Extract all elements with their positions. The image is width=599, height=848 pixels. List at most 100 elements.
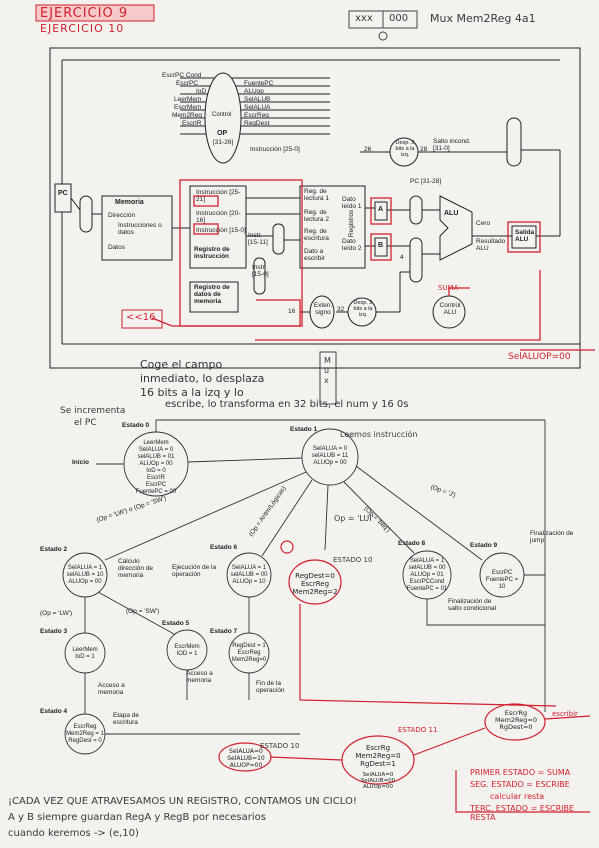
shift2-b-label: Desp. 2 bits a la izq. — [353, 300, 373, 318]
right-list-3: calcular resta — [490, 792, 545, 801]
explain-line-1: Coge el campo — [140, 358, 223, 371]
op-bits: [31-26] — [213, 139, 234, 146]
signal-fuentepc: FuentePC — [244, 80, 274, 87]
n16: 16 — [288, 308, 296, 315]
state-3-name: Estado 3 — [40, 628, 68, 635]
alu — [439, 195, 473, 261]
state-9-name: Estado 9 — [470, 542, 498, 549]
calc-dir-label: Cálculo dirección de memoria — [118, 558, 154, 579]
explain-line-2: inmediato, lo desplaza — [140, 372, 265, 385]
register-file — [299, 185, 366, 269]
pc-bits-label: PC [31-28] — [410, 178, 442, 185]
write-reg: Reg. de escritura — [304, 228, 329, 242]
pc-label: PC — [58, 190, 68, 197]
control-unit — [204, 72, 242, 164]
reg-b: B — [378, 242, 384, 249]
bottom-note-1: ¡CADA VEZ QUE ATRAVESAMOS UN REGISTRO, C… — [8, 796, 357, 807]
estado11-label: ESTADO 11 — [398, 726, 438, 734]
ins-15-0b: Instr. [15-0] — [252, 264, 269, 278]
sign-extend-label: Exten. signo — [313, 302, 333, 316]
header-box-a: xxx — [355, 13, 373, 24]
read-data-1: Dato leído 1 — [342, 196, 362, 210]
signal-iod: IoD — [196, 88, 207, 95]
n32: 32 — [337, 306, 345, 313]
signal-escrmem: EscrMem — [174, 104, 202, 111]
read-reg-1: Reg. de lectura 1 — [304, 188, 329, 202]
right-list-2: SEG. ESTADO = ESCRIBE — [470, 780, 570, 789]
signal-escrreg: EscrReg — [244, 112, 269, 119]
op-label: OP — [217, 130, 228, 137]
ins-20-16: Instrucción [20-16] — [196, 210, 241, 224]
signal-selalua: SelALUA — [244, 104, 271, 111]
alu-label: ALU — [444, 210, 459, 217]
cond-sw: (Op = 'SW') — [126, 608, 160, 615]
state-8-name: Estado 8 — [398, 540, 426, 547]
alu-out-label: Salida ALU — [515, 229, 535, 243]
alu-result-label: Resultado ALU — [476, 238, 506, 252]
jump-label: Salto incond. [31-0] — [433, 138, 471, 152]
explain-line-4: escribe, lo transforma en 32 bits, el nu… — [165, 399, 409, 410]
ins-15-0: Instrucción [15-0] — [196, 227, 246, 234]
fin-jump-label: Finalización de jump — [530, 530, 574, 544]
fin-salto-label: Finalización de salto condicional — [448, 598, 497, 612]
n28: 28 — [420, 146, 428, 153]
signal-escrpc: EscrPC — [176, 80, 199, 87]
instr-data-label: Instrucciones o datos — [118, 222, 162, 236]
control-label: Control — [212, 112, 232, 118]
state-1-name: Estado 1 — [290, 426, 318, 433]
right-list-4: TERC. ESTADO = ESCRIBE RESTA — [470, 804, 575, 822]
signal-escrpc-cond: EscrPC Cond — [162, 72, 202, 79]
datapath-frame — [49, 47, 581, 369]
cond-lui: Op = 'LUI' — [334, 514, 374, 523]
alu-control-label: Control ALU — [439, 302, 461, 316]
title-exercise-10: EJERCICIO 10 — [40, 22, 125, 35]
title-exercise-9: EJERCICIO 9 — [40, 6, 129, 21]
bottom-note-3: cuando keremos -> (e,10) — [8, 828, 139, 839]
memory-label: Memoria — [115, 199, 144, 206]
signal-escrir: EscrIR — [182, 120, 202, 127]
shift2-a-label: Desp. 2 bits a la izq. — [395, 140, 415, 158]
instruction-register-label: Registro de instrucción — [194, 246, 230, 260]
memory-data-register — [189, 281, 239, 313]
registers-label: Registros — [348, 209, 356, 238]
read-data-2: Dato leído 2 — [342, 238, 362, 252]
ins-25-21: Instrucción [25-21] — [196, 189, 241, 203]
state-5-name: Estado 5 — [162, 620, 190, 627]
signal-selalub: SelALUB — [244, 96, 271, 103]
n26: 26 — [364, 146, 372, 153]
state-7-name: Estado 7 — [210, 628, 238, 635]
incrementa-2: el PC — [74, 418, 97, 428]
signal-mem2reg: Mem2Reg — [172, 112, 202, 119]
mux4-label: M u x — [324, 356, 331, 385]
header-right-note: Mux Mem2Reg 4a1 — [430, 12, 536, 25]
right-list-1: PRIMER ESTADO = SUMA — [470, 768, 571, 777]
memory-block — [101, 195, 173, 261]
pc-register — [54, 183, 72, 213]
bottom-note-2: A y B siempre guardan RegA y RegB por ne… — [8, 812, 266, 823]
incrementa-1: Se incrementa — [60, 406, 126, 416]
fsm-leemos: Leemos instrucción — [340, 430, 418, 439]
selaluop-note: SelALUOP=00 — [508, 352, 571, 362]
instr-25-0: Instrucción [25-0] — [250, 146, 300, 153]
state-0-name: Estado 0 — [122, 422, 150, 429]
fsm-inicio: Inicio — [72, 459, 89, 466]
read-reg-2: Reg. de lectura 2 — [304, 209, 329, 223]
fsm-state-1 — [301, 428, 359, 486]
mdr-label: Registro de datos de memoria — [194, 284, 230, 305]
zero-label: Cero — [476, 220, 491, 227]
address-label: Dirección — [108, 212, 136, 219]
ejec-op-label: Ejecución de la operación — [172, 564, 217, 578]
